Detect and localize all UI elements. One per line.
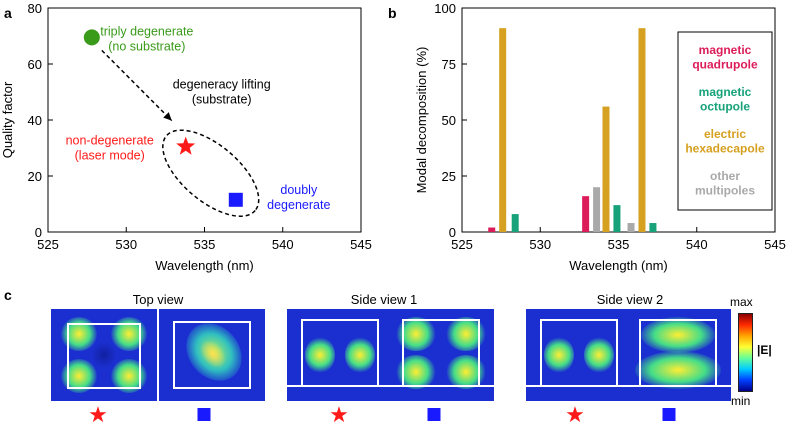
star-marker-side-view-2: ★: [565, 402, 585, 427]
x-axis-label: Wavelength (nm): [569, 258, 668, 273]
y-tick-label: 0: [35, 225, 42, 240]
y-tick-label: 40: [28, 113, 42, 128]
x-tick-label: 535: [194, 237, 216, 252]
colorbar-field-label: |E|: [757, 343, 772, 357]
square-marker-side-view-2: [662, 408, 676, 421]
side-view-1-title: Side view 1: [350, 292, 418, 307]
bar: [593, 187, 601, 232]
field-map-side2-degenerate: [625, 309, 731, 401]
degeneracy-arrow: [101, 49, 173, 122]
panel-label-a: a: [4, 5, 12, 21]
colorbar: [738, 313, 753, 392]
y-tick-label: 75: [442, 57, 456, 72]
label-degeneracy-lifting: degeneracy lifting(substrate): [173, 78, 271, 107]
x-tick-label: 530: [529, 237, 551, 252]
x-tick-label: 540: [686, 237, 708, 252]
colorbar-max-label: max: [730, 295, 753, 309]
y-tick-label: 50: [442, 113, 456, 128]
x-tick-label: 525: [37, 237, 59, 252]
bar: [613, 205, 621, 232]
data-point-square: [228, 192, 243, 207]
square-marker-side-view-1: [427, 408, 441, 421]
field-map-side1-degenerate: [388, 309, 494, 401]
data-point-star: [176, 136, 196, 155]
field-map-top-degenerate: [159, 309, 265, 401]
x-axis-label: Wavelength (nm): [155, 258, 254, 273]
panel-label-c: c: [4, 287, 12, 303]
y-tick-label: 80: [28, 1, 42, 16]
x-tick-label: 540: [272, 237, 294, 252]
bar: [602, 106, 610, 232]
x-tick-label: 545: [764, 237, 786, 252]
star-marker-side-view-1: ★: [329, 402, 349, 427]
degeneracy-ellipse: [162, 129, 260, 217]
side-view-2-title: Side view 2: [596, 292, 664, 307]
degeneracy-arrowhead: [163, 112, 172, 121]
label-triply-degenerate: triply degenerate(no substrate): [100, 24, 193, 53]
bar: [582, 196, 590, 232]
label-non-degenerate: non-degenerate(laser mode): [66, 134, 154, 163]
y-axis-label: Quality factor: [0, 81, 15, 158]
top-view-title: Top view: [132, 292, 184, 307]
y-tick-label: 20: [28, 169, 42, 184]
legend-box: [677, 31, 773, 211]
y-tick-label: 100: [434, 1, 456, 16]
x-tick-label: 530: [115, 237, 137, 252]
bar: [638, 28, 646, 232]
x-tick-label: 545: [350, 237, 372, 252]
data-point-circle: [83, 29, 100, 46]
bar: [488, 227, 496, 232]
bar: [499, 28, 507, 232]
star-marker-top-view: ★: [88, 402, 108, 427]
y-tick-label: 60: [28, 57, 42, 72]
field-map-top-laser: [51, 309, 157, 401]
bar: [511, 214, 519, 232]
colorbar-min-label: min: [731, 394, 751, 408]
x-tick-label: 525: [451, 237, 473, 252]
panel-label-b: b: [388, 5, 397, 21]
field-map-side1-laser: [287, 309, 393, 401]
bar: [627, 223, 635, 232]
bar: [649, 223, 657, 232]
y-tick-label: 0: [449, 225, 456, 240]
y-axis-label: Modal decomposition (%): [414, 47, 429, 194]
square-marker-top-view: [197, 408, 211, 421]
field-map-side2-laser: [526, 309, 632, 401]
y-tick-label: 25: [442, 169, 456, 184]
x-tick-label: 535: [608, 237, 630, 252]
